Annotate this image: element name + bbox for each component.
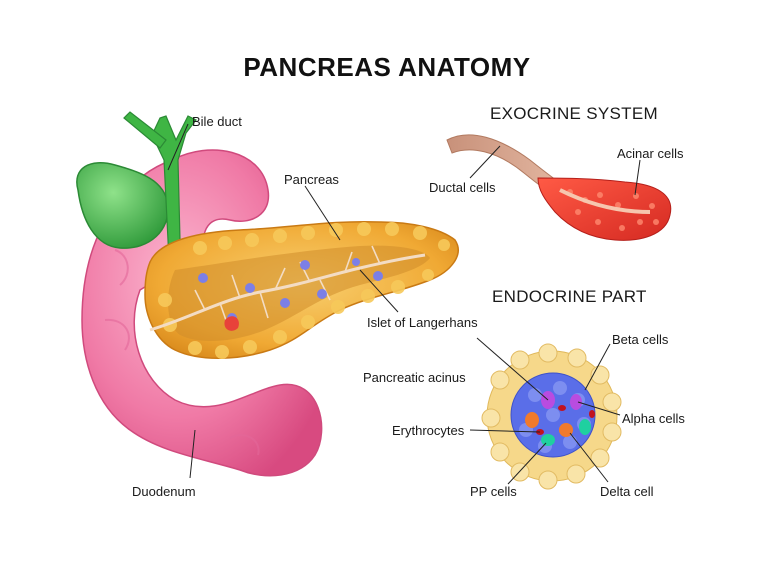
bile-duct-label: Bile duct	[192, 114, 242, 129]
acinar-cells-label: Acinar cells	[617, 146, 684, 161]
bile-duct-shape	[123, 111, 197, 331]
pancreas-label: Pancreas	[284, 172, 339, 187]
pp-cells-label: PP cells	[470, 484, 517, 499]
pancreas-shape	[144, 220, 459, 359]
alpha-cells-label: Alpha cells	[622, 411, 685, 426]
duodenum-label: Duodenum	[132, 484, 196, 499]
leader-lines	[167, 123, 641, 485]
acinar-cells-shape	[537, 177, 672, 241]
ductal-cells-label: Ductal cells	[429, 180, 496, 195]
page-title: PANCREAS ANATOMY	[243, 52, 531, 82]
islet-shape	[481, 343, 622, 490]
exocrine-section-title: EXOCRINE SYSTEM	[490, 104, 658, 123]
beta-cells-label: Beta cells	[612, 332, 669, 347]
endocrine-section-title: ENDOCRINE PART	[492, 287, 647, 306]
pancreatic-acinus-label: Pancreatic acinus	[363, 370, 466, 385]
islet-of-langerhans-label: Islet of Langerhans	[367, 315, 478, 330]
erythrocytes-label: Erythrocytes	[392, 423, 465, 438]
delta-cell-label: Delta cell	[600, 484, 654, 499]
